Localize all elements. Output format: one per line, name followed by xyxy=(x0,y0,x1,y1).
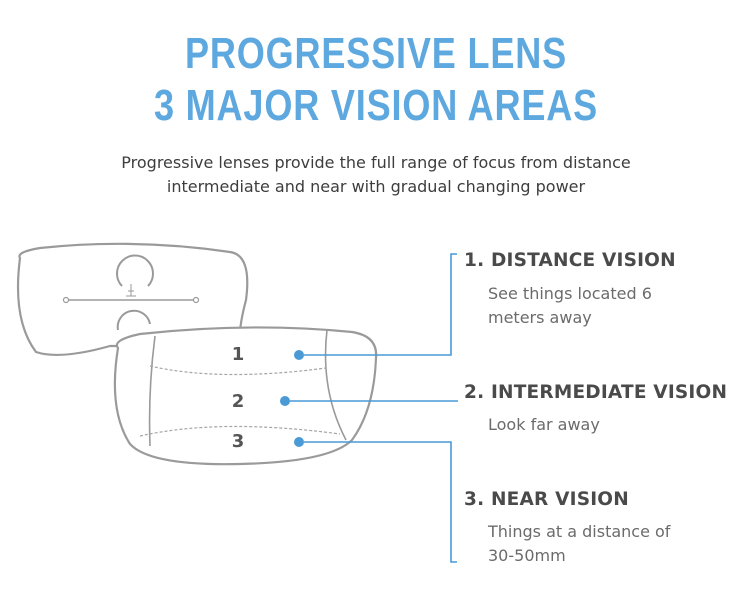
intermediate-vision-desc-line-1: Look far away xyxy=(488,415,600,434)
intermediate-vision-description: Look far away xyxy=(488,413,728,437)
reference-dot-left xyxy=(62,296,70,304)
subtitle-line-2: intermediate and near with gradual chang… xyxy=(166,177,586,196)
zone-divider-lower xyxy=(139,425,341,437)
distance-vision-heading: 1. DISTANCE VISION xyxy=(464,250,676,271)
near-vision-description: Things at a distance of 30-50mm xyxy=(488,520,728,568)
zone-divider-upper xyxy=(149,365,327,376)
near-vision-desc-line-2: 30-50mm xyxy=(488,546,566,565)
near-vision-name: NEAR VISION xyxy=(490,489,629,510)
distance-vision-description: See things located 6 meters away xyxy=(488,282,728,330)
zone-1-dot xyxy=(294,350,304,360)
intermediate-vision-heading: 2. INTERMEDIATE VISION xyxy=(464,382,727,403)
connector-near xyxy=(304,441,457,563)
connector-distance xyxy=(304,253,457,356)
zone-1-label: 1 xyxy=(231,344,245,365)
page-title-line-1: PROGRESSIVE LENS xyxy=(184,29,568,78)
intermediate-vision-number: 2. xyxy=(464,382,485,403)
subtitle-line-1: Progressive lenses provide the full rang… xyxy=(121,153,631,172)
fitting-circle-icon xyxy=(116,254,154,287)
zone-2-label: 2 xyxy=(231,391,245,412)
lens-right-edge xyxy=(324,329,347,441)
zone-3-label: 3 xyxy=(231,431,245,452)
page-title-line-2: 3 MAJOR VISION AREAS xyxy=(153,81,599,130)
lens-left-edge xyxy=(148,335,156,447)
zone-2-dot xyxy=(280,396,290,406)
distance-vision-name: DISTANCE VISION xyxy=(490,250,676,271)
near-vision-heading: 3. NEAR VISION xyxy=(464,489,629,510)
distance-vision-desc-line-1: See things located 6 xyxy=(488,284,652,303)
intermediate-vision-name: INTERMEDIATE VISION xyxy=(490,382,728,403)
zone-3-dot xyxy=(294,437,304,447)
near-vision-number: 3. xyxy=(464,489,485,510)
distance-vision-desc-line-2: meters away xyxy=(488,308,592,327)
near-vision-desc-line-1: Things at a distance of xyxy=(488,522,671,541)
reference-dot-right xyxy=(192,296,200,304)
distance-vision-number: 1. xyxy=(464,250,485,271)
near-circle-icon xyxy=(116,309,151,331)
